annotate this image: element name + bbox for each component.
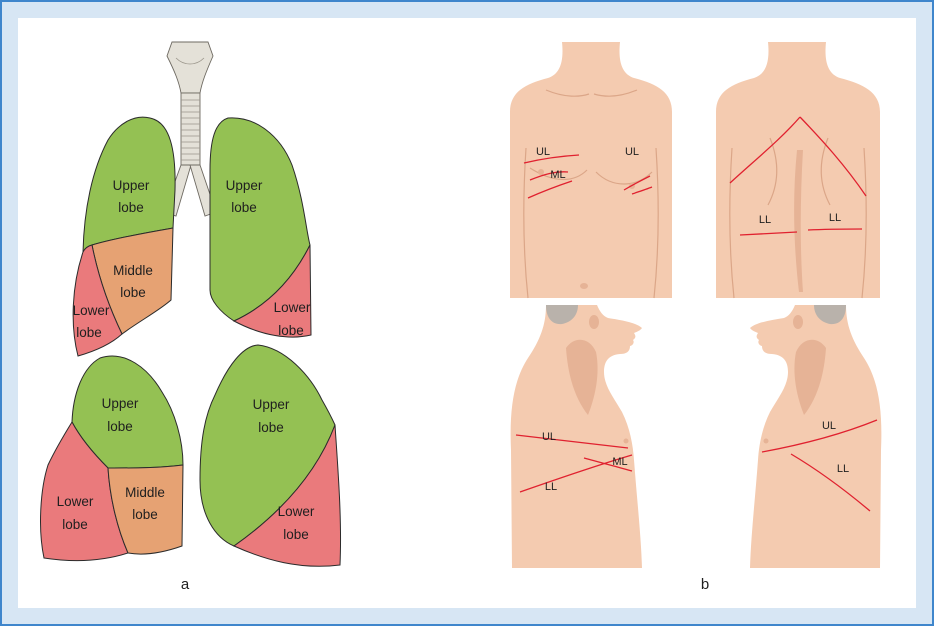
label-line: lobe [258, 420, 284, 435]
label-line: Middle [125, 485, 165, 500]
left-lateral-ul-label: UL [822, 420, 836, 432]
posterior-right-ll-label: LL [759, 214, 771, 226]
label-line: Lower [73, 303, 110, 318]
panel-a-lungs: Upper lobe Upper lobe Middle lobe Lower … [41, 42, 341, 593]
label-line: lobe [118, 200, 144, 215]
right-nipple [538, 169, 544, 175]
anterior-right-ul-label: UL [536, 146, 550, 158]
anterior-ml-label: ML [550, 169, 565, 181]
label-line: lobe [231, 200, 257, 215]
panel-label-a: a [181, 576, 190, 593]
left-lateral-nipple [764, 439, 769, 444]
right-lateral-ll-label: LL [545, 481, 557, 493]
label-line: lobe [132, 507, 158, 522]
label-line: Lower [274, 300, 311, 315]
posterior-torso: LL LL [716, 42, 880, 298]
navel [580, 283, 588, 289]
left-lateral-ll-label: LL [837, 463, 849, 475]
label-line: lobe [62, 517, 88, 532]
label-line: Lower [278, 504, 315, 519]
label-line: Middle [113, 263, 153, 278]
right-lateral-ul-label: UL [542, 431, 556, 443]
left-lateral-torso: UL LL [750, 305, 881, 568]
label-line: Upper [226, 178, 263, 193]
label-line: Upper [102, 396, 139, 411]
anterior-left-ul-label: UL [625, 146, 639, 158]
label-line: Upper [113, 178, 150, 193]
label-line: Lower [57, 494, 94, 509]
right-lateral-ear [589, 315, 599, 329]
anterior-right-lung [73, 117, 175, 356]
panel-label-b: b [701, 576, 709, 593]
right-lateral-torso: UL ML LL [511, 305, 642, 568]
panel-b-surface-anatomy: UL UL ML LL LL [510, 42, 881, 593]
label-line: lobe [76, 325, 102, 340]
label-line: lobe [120, 285, 146, 300]
anterior-torso: UL UL ML [510, 42, 672, 298]
label-line: lobe [278, 323, 304, 338]
larynx [167, 42, 213, 93]
label-line: lobe [107, 419, 133, 434]
right-lateral-ml-label: ML [612, 456, 627, 468]
label-line: lobe [283, 527, 309, 542]
left-lateral-ear [793, 315, 803, 329]
left-lateral-figure [750, 305, 881, 568]
label-line: Upper [253, 397, 290, 412]
lateral-left-lung [200, 345, 341, 566]
posterior-left-ll-label: LL [829, 212, 841, 224]
right-lateral-nipple [624, 439, 629, 444]
